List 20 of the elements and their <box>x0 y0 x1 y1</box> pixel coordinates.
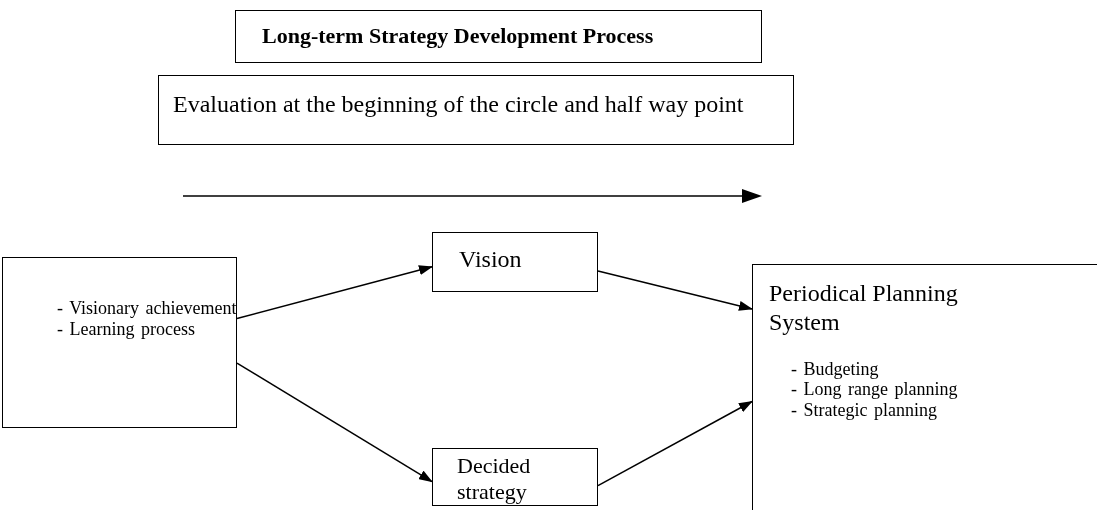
arrow <box>236 362 433 483</box>
bullet-item: - Long range planning <box>791 379 959 400</box>
box-heading: Periodical Planning System <box>769 279 959 337</box>
bullet-item: - Learning process <box>57 318 196 340</box>
box-label: Long-term Strategy Development Process <box>262 23 655 50</box>
arrow <box>597 400 753 487</box>
box-label: Decided strategy <box>457 453 532 506</box>
text-box <box>432 448 598 506</box>
arrow <box>597 270 753 311</box>
bullet-item: - Strategic planning <box>791 399 938 421</box>
text-box <box>2 257 237 428</box>
box-label: Vision <box>459 245 523 274</box>
bullet-item: - Visionary achievement <box>57 298 237 319</box>
text-box <box>235 10 762 63</box>
text-box <box>752 264 1097 510</box>
text-box <box>158 75 794 145</box>
box-label: Evaluation at the beginning of the circle and half way point <box>173 90 745 119</box>
arrow <box>236 265 433 320</box>
bullet-item: - Budgeting <box>791 358 880 380</box>
text-box <box>432 232 598 292</box>
